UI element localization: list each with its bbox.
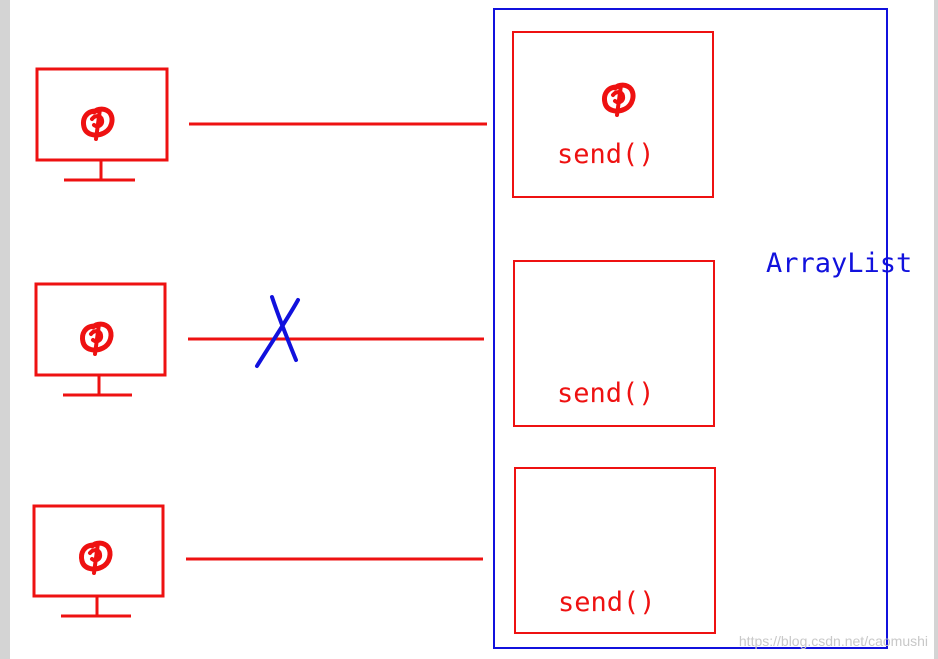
client-row-1 <box>35 67 487 182</box>
send-label: send() <box>557 378 655 409</box>
arraylist-label: ArrayList <box>766 248 912 279</box>
watermark-text: https://blog.csdn.net/caomushi <box>739 633 928 649</box>
session-box-1: send() <box>512 31 714 198</box>
session-frame <box>513 260 715 427</box>
client-row-2 <box>34 282 484 397</box>
session-frame <box>514 467 716 634</box>
cross-mark-icon <box>255 295 300 368</box>
send-label: send() <box>558 587 656 618</box>
send-label: send() <box>557 139 655 170</box>
session-box-2: send() <box>513 260 715 427</box>
session-box-3: send() <box>514 467 716 634</box>
arraylist-container <box>493 8 888 649</box>
client-row-3 <box>32 504 483 618</box>
session-frame <box>512 31 714 198</box>
